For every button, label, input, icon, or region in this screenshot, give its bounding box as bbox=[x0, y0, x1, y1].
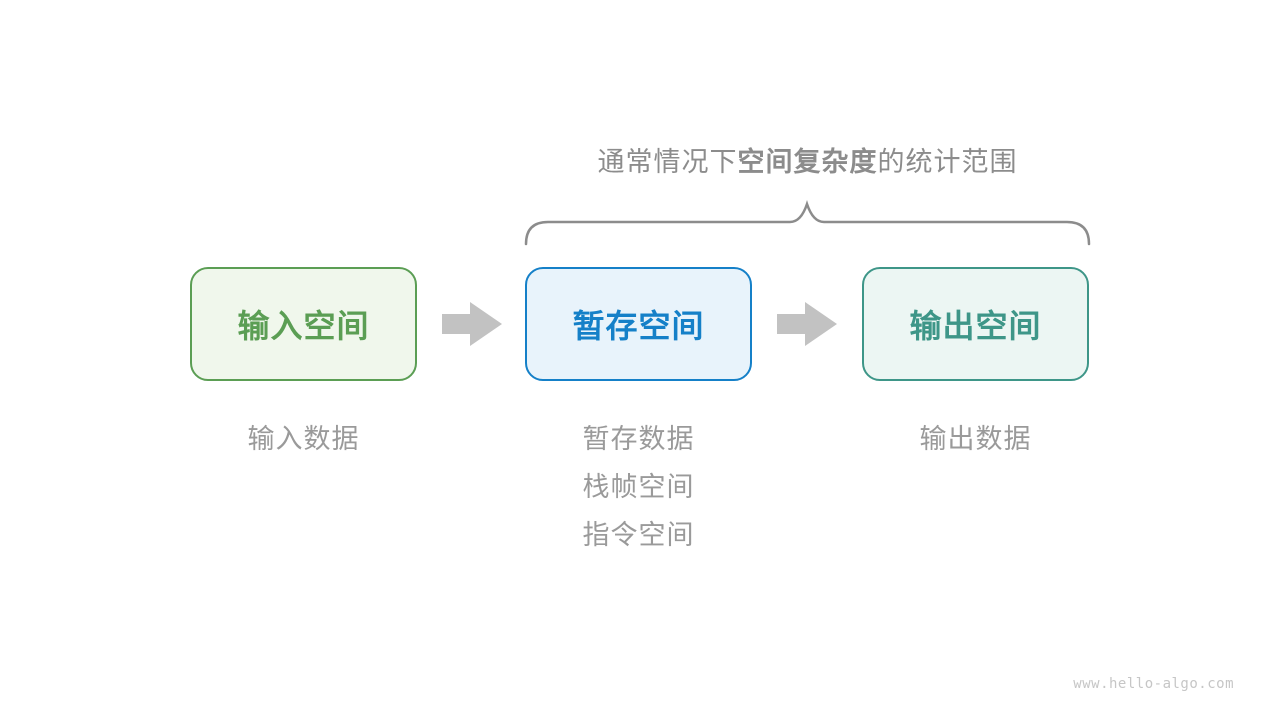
note-stack-frame-space: 栈帧空间 bbox=[582, 472, 695, 502]
note-output-data: 输出数据 bbox=[919, 424, 1032, 454]
curly-brace-path bbox=[524, 200, 1091, 246]
arrow-right-shape bbox=[777, 302, 837, 346]
watermark: www.hello-algo.com bbox=[1073, 676, 1234, 692]
temporary-space-notes: 暂存数据 栈帧空间 指令空间 bbox=[525, 415, 752, 559]
box-input-space-label: 输入空间 bbox=[237, 308, 370, 344]
box-output-space-label: 输出空间 bbox=[909, 308, 1042, 344]
note-temporary-data: 暂存数据 bbox=[582, 424, 695, 454]
curly-brace bbox=[524, 200, 1091, 246]
box-temporary-space-label: 暂存空间 bbox=[572, 308, 705, 344]
arrow-right-icon bbox=[442, 302, 502, 346]
arrow-right-icon bbox=[777, 302, 837, 346]
box-temporary-space: 暂存空间 bbox=[525, 267, 752, 381]
box-input-space: 输入空间 bbox=[190, 267, 417, 381]
input-space-notes: 输入数据 bbox=[190, 415, 417, 463]
arrow-right-shape bbox=[442, 302, 502, 346]
annotation-bold-term: 空间复杂度 bbox=[737, 147, 878, 177]
note-input-data: 输入数据 bbox=[247, 424, 360, 454]
annotation-prefix: 通常情况下 bbox=[597, 147, 738, 177]
output-space-notes: 输出数据 bbox=[862, 415, 1089, 463]
annotation-suffix: 的统计范围 bbox=[877, 147, 1018, 177]
box-output-space: 输出空间 bbox=[862, 267, 1089, 381]
note-instruction-space: 指令空间 bbox=[582, 520, 695, 550]
scope-annotation: 通常情况下空间复杂度的统计范围 bbox=[525, 146, 1090, 178]
